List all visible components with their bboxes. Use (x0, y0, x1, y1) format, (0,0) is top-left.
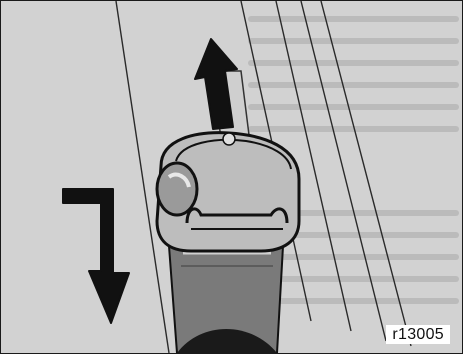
figure-code-label: r13005 (386, 325, 450, 344)
belt-webbing (169, 246, 283, 353)
buckle-adjuster (157, 133, 299, 251)
